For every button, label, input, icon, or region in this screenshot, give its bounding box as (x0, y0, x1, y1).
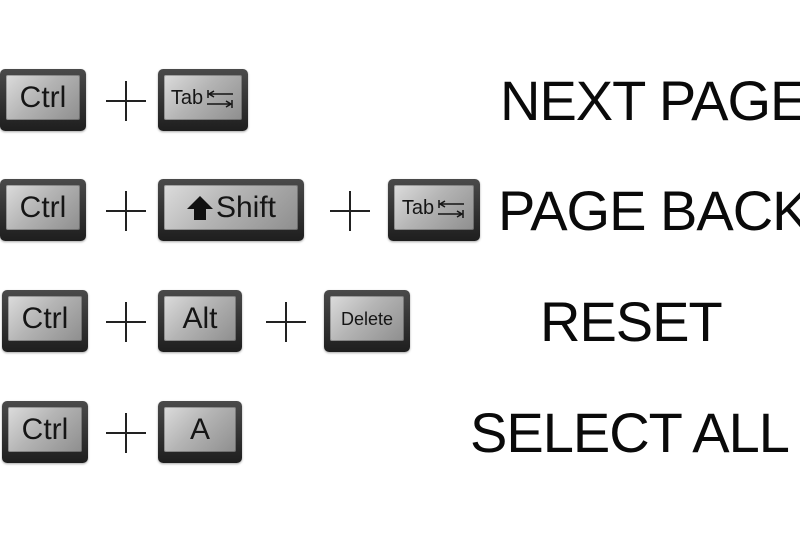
shortcut-row-reset: Ctrl Alt Delete RESET (0, 290, 800, 356)
shortcut-row-page-back: Ctrl Shift Tab PAGE BACK (0, 179, 800, 245)
ctrl-key-label: Ctrl (6, 185, 80, 230)
shortcut-row-select-all: Ctrl A SELECT ALL (0, 401, 800, 467)
delete-key-label: Delete (330, 296, 404, 341)
plus-icon (106, 81, 146, 121)
plus-icon (266, 302, 306, 342)
delete-key: Delete (324, 290, 410, 352)
tab-arrows-icon (438, 199, 465, 218)
ctrl-key: Ctrl (2, 290, 88, 352)
tab-key: Tab (388, 179, 480, 241)
action-label: RESET (540, 290, 723, 353)
shift-key-face: Shift (164, 185, 298, 230)
action-label: SELECT ALL (470, 401, 790, 464)
tab-arrows-icon (207, 89, 234, 108)
ctrl-key-label: Ctrl (8, 296, 82, 341)
a-key: A (158, 401, 242, 463)
tab-key-face: Tab (394, 185, 474, 230)
ctrl-key: Ctrl (0, 179, 86, 241)
action-label: NEXT PAGE (500, 69, 800, 132)
tab-key: Tab (158, 69, 248, 131)
tab-key-label: Tab (401, 196, 435, 219)
shortcut-row-next-page: Ctrl Tab NEXT PAGE (0, 69, 800, 135)
alt-key: Alt (158, 290, 242, 352)
shift-key-label: Shift (215, 190, 277, 224)
plus-icon (106, 413, 146, 453)
plus-icon (106, 302, 146, 342)
ctrl-key-label: Ctrl (6, 75, 80, 120)
tab-key-label: Tab (170, 86, 204, 109)
ctrl-key-label: Ctrl (8, 407, 82, 452)
plus-icon (330, 191, 370, 231)
tab-key-face: Tab (164, 75, 242, 120)
alt-key-label: Alt (164, 296, 236, 341)
ctrl-key: Ctrl (0, 69, 86, 131)
plus-icon (106, 191, 146, 231)
action-label: PAGE BACK (498, 179, 800, 242)
a-key-label: A (164, 407, 236, 452)
shift-key: Shift (158, 179, 304, 241)
shift-arrow-icon (186, 195, 213, 220)
ctrl-key: Ctrl (2, 401, 88, 463)
